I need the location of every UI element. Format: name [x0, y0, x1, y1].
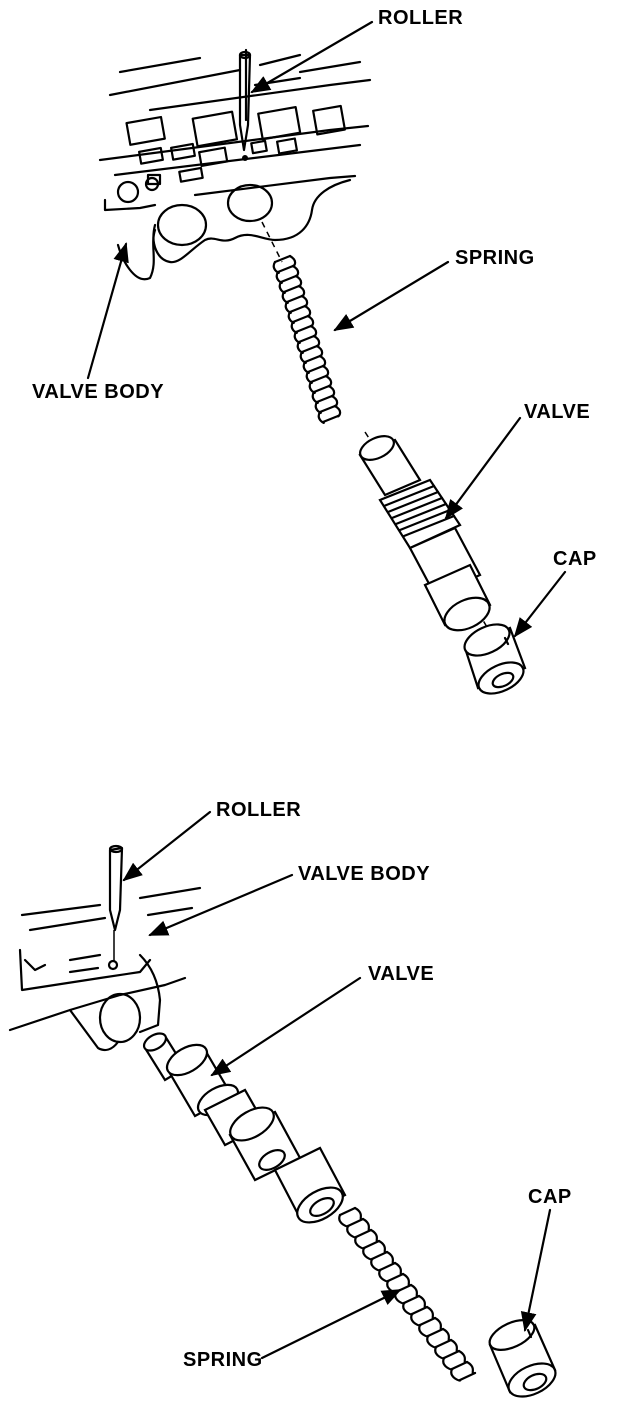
leader-cap-1: [513, 570, 567, 638]
cap-1: [463, 623, 527, 695]
valve-2: [142, 1032, 347, 1224]
valve-body-2: [8, 844, 202, 1052]
label-spring-2: SPRING: [183, 1349, 263, 1371]
cap-2: [488, 1319, 557, 1398]
leader-roller-2: [122, 810, 212, 882]
label-spring-1: SPRING: [455, 247, 535, 269]
label-valve-2: VALVE: [368, 963, 434, 985]
label-valve-body-2: VALVE BODY: [298, 863, 430, 885]
spring-1: [272, 254, 342, 424]
label-cap-1: CAP: [553, 548, 597, 570]
leader-cap-2: [520, 1208, 552, 1332]
label-roller-1: ROLLER: [378, 7, 463, 29]
label-valve-body-1: VALVE BODY: [32, 381, 164, 403]
label-cap-2: CAP: [528, 1186, 572, 1208]
valve-1: [358, 435, 492, 632]
leader-valve-body-1: [86, 242, 129, 380]
leader-valve-1: [444, 416, 522, 520]
diagram-1: ROLLER SPRING VALVE BODY VALVE CAP: [32, 7, 597, 695]
label-valve-1: VALVE: [524, 401, 590, 423]
leader-roller-1: [250, 20, 374, 94]
leader-spring-2: [260, 1288, 402, 1360]
spring-2: [338, 1206, 477, 1382]
diagram-2: ROLLER VALVE BODY VALVE CAP SPRING: [8, 799, 572, 1398]
label-roller-2: ROLLER: [216, 799, 301, 821]
leader-spring-1: [333, 260, 450, 332]
leader-valve-body-2: [148, 873, 294, 937]
leader-valve-2: [210, 976, 362, 1077]
